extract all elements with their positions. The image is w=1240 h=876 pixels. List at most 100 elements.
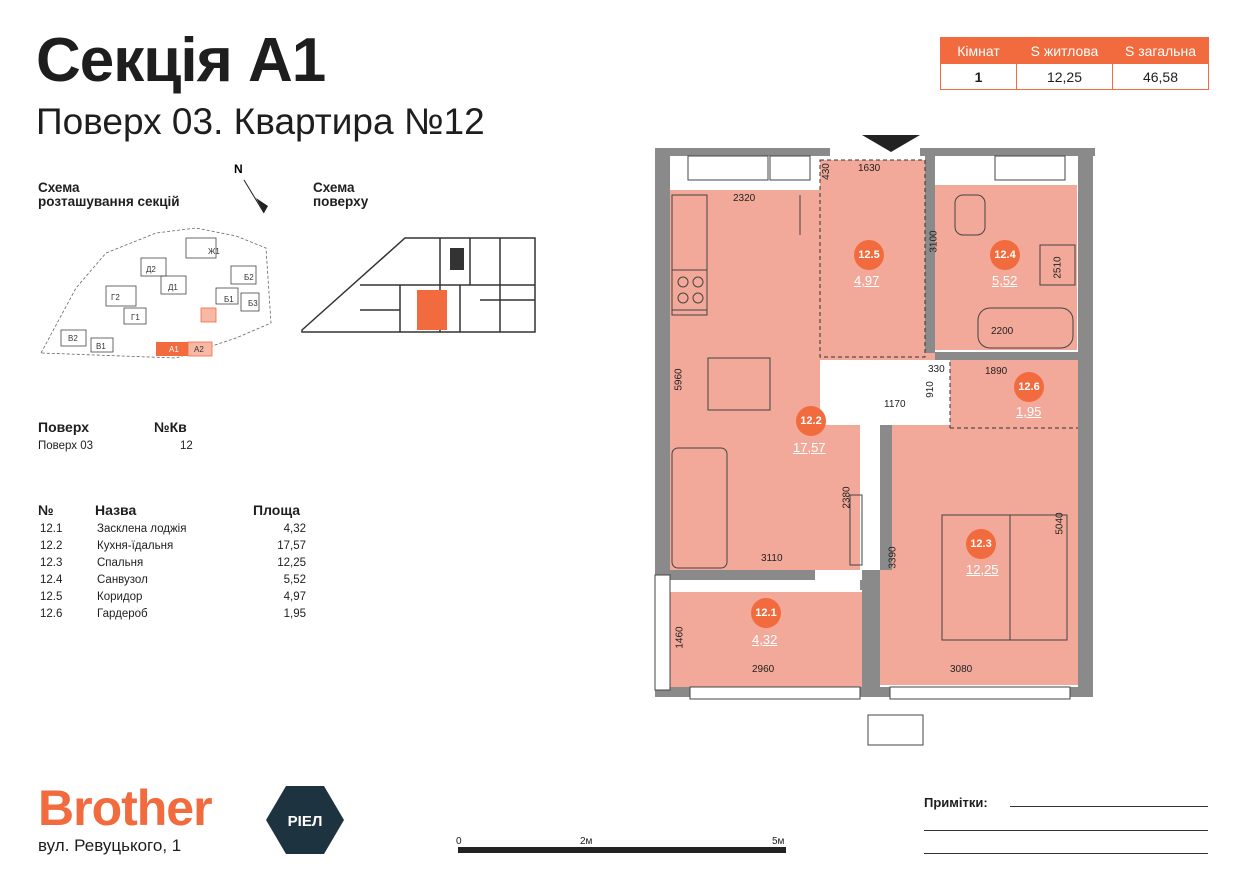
riel-logo-text: РІЕЛ [288, 813, 323, 830]
section-label: Б2 [244, 273, 254, 282]
brand-address: вул. Ревуцького, 1 [38, 836, 182, 855]
brand-logo: Brother [38, 780, 213, 836]
room-badge: 12.1 [751, 598, 781, 628]
page-subtitle: Поверх 03. Квартира №12 [36, 101, 485, 142]
table-row: 12.5 Коридор 4,97 [40, 589, 306, 606]
room-name: Спальня [97, 557, 144, 569]
dimension-label: 910 [924, 381, 936, 398]
room-badge-area: 4,32 [752, 632, 778, 647]
scale-bar [458, 847, 786, 853]
apartment-number-value: 12 [180, 440, 193, 452]
section-label: Г2 [111, 293, 120, 302]
notes-line [1010, 806, 1208, 807]
floor-scheme-title-line1: Схема [313, 180, 355, 195]
summary-col-rooms: Кімнат [940, 37, 1017, 64]
room-badge-area: 5,52 [992, 273, 1018, 288]
room-no: 12.5 [40, 591, 63, 603]
summary-rooms-value: 1 [940, 63, 1017, 90]
section-label: А2 [194, 345, 204, 354]
scale-label: 0 [456, 836, 462, 847]
dimension-label: 3110 [761, 553, 783, 564]
floor-plan [654, 135, 1095, 746]
rooms-header-name: Назва [95, 502, 137, 518]
room-area: 1,95 [283, 608, 306, 620]
sections-scheme: N Ж1 Д2 Д1 Г2 Г1 Б2 Б1 Б3 В2 В1 А1 А2 [40, 162, 272, 359]
dimension-label: 3100 [928, 230, 940, 253]
notes-line [924, 853, 1208, 854]
apartment-number-label: №Кв [154, 419, 187, 435]
room-name: Коридор [97, 591, 143, 603]
page-title: Секція А1 [36, 26, 326, 95]
room-name: Засклена лоджія [97, 523, 187, 535]
notes-line [924, 830, 1208, 831]
summary-total-value: 46,58 [1112, 63, 1209, 90]
dimension-label: 3390 [887, 546, 899, 569]
room-badge-area: 17,57 [793, 440, 826, 455]
dimension-label: 1460 [674, 626, 686, 649]
room-area: 5,52 [283, 574, 306, 586]
rooms-list: 12.1 Засклена лоджія 4,32 12.2 Кухня-їдальн… [40, 521, 306, 623]
summary-table: Кімнат S житлова S загальна 1 12,25 46,5… [940, 37, 1209, 90]
room-area: 17,57 [277, 540, 306, 552]
dimension-label: 430 [820, 163, 832, 180]
section-label: В2 [68, 334, 78, 343]
dimension-label: 2960 [752, 664, 775, 675]
dimension-label: 1890 [985, 366, 1008, 377]
summary-living-value: 12,25 [1016, 63, 1113, 90]
room-name: Санвузол [97, 574, 148, 586]
section-label: В1 [96, 342, 106, 351]
section-label: Д2 [146, 265, 156, 274]
dimension-label: 5040 [1054, 512, 1066, 535]
entrance-arrow-icon [862, 135, 920, 152]
room-badge: 12.5 [854, 240, 884, 270]
room-badge-area: 12,25 [966, 562, 999, 577]
table-row: 12.6 Гардероб 1,95 [40, 606, 306, 623]
room-area: 12,25 [277, 557, 306, 569]
floor-scheme-title-line2: поверху [313, 194, 369, 209]
table-row: 12.4 Санвузол 5,52 [40, 572, 306, 589]
section-label: Б3 [248, 299, 258, 308]
room-name: Гардероб [97, 608, 148, 620]
dimension-label: 2380 [841, 486, 853, 509]
section-label: Д1 [168, 283, 178, 292]
rooms-header-area: Площа [253, 502, 301, 518]
room-badge-area: 1,95 [1016, 404, 1042, 419]
summary-col-total: S загальна [1112, 37, 1209, 64]
table-row: 12.2 Кухня-їдальня 17,57 [40, 538, 306, 555]
room-badge-area: 4,97 [854, 273, 880, 288]
room-no: 12.3 [40, 557, 63, 569]
sections-scheme-title-line2: розташування секцій [38, 194, 180, 209]
room-badge: 12.4 [990, 240, 1020, 270]
room-badge: 12.2 [796, 406, 826, 436]
dimension-label: 2200 [991, 326, 1014, 337]
room-no: 12.1 [40, 523, 63, 535]
room-area: 4,97 [283, 591, 306, 603]
rooms-header-no: № [38, 502, 54, 518]
dimension-label: 330 [928, 364, 945, 375]
room-no: 12.2 [40, 540, 63, 552]
north-label: N [234, 162, 243, 176]
riel-logo-icon: РІЕЛ [266, 786, 344, 854]
floor-scheme [301, 237, 536, 333]
dimension-label: 1170 [884, 399, 906, 410]
section-label: Б1 [224, 295, 234, 304]
table-row: 12.1 Засклена лоджія 4,32 [40, 521, 306, 538]
room-name: Кухня-їдальня [97, 540, 174, 552]
table-row: 12.3 Спальня 12,25 [40, 555, 306, 572]
section-label: Ж1 [208, 247, 220, 256]
dimension-label: 2510 [1052, 256, 1064, 279]
summary-col-living: S житлова [1016, 37, 1113, 64]
room-area: 4,32 [283, 523, 306, 535]
room-no: 12.4 [40, 574, 63, 586]
dimension-label: 2320 [733, 193, 756, 204]
north-arrow-icon [243, 179, 268, 214]
room-no: 12.6 [40, 608, 63, 620]
notes-label: Примітки: [924, 795, 988, 810]
floor-scheme-title: Схема поверху [313, 181, 368, 209]
scale-label: 5м [772, 836, 785, 847]
room-badge: 12.3 [966, 529, 996, 559]
section-label-current: А1 [169, 345, 179, 354]
floor-value: Поверх 03 [38, 440, 94, 452]
sections-scheme-title-line1: Схема [38, 180, 80, 195]
dimension-label: 3080 [950, 664, 973, 675]
